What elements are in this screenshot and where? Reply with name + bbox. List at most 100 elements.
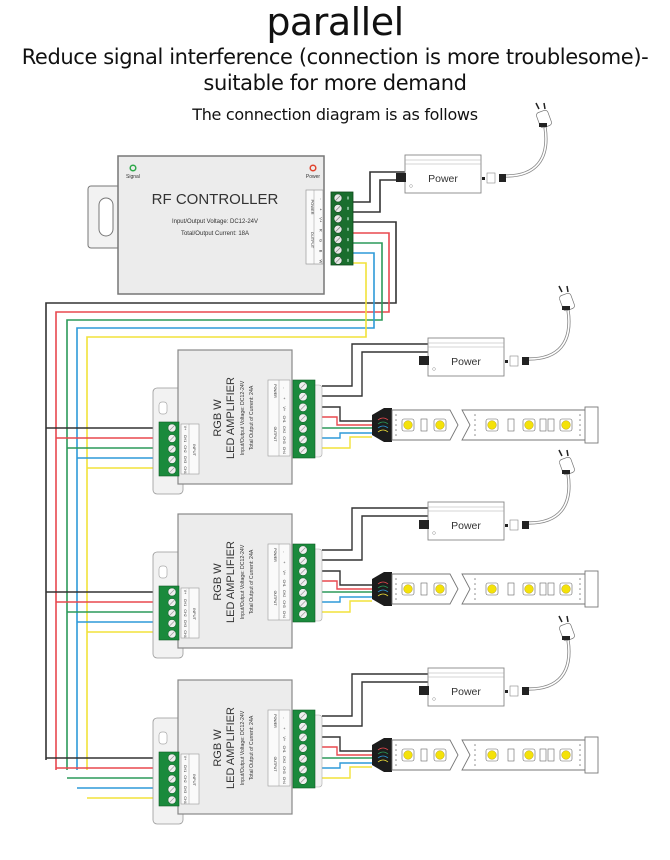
solder-pad (395, 588, 397, 590)
input-pin-label: CH2 (183, 775, 187, 782)
ac-cable (528, 639, 571, 691)
rf-controller: Signal Power RF CONTROLLER Input/Output … (87, 155, 354, 295)
resistor-icon (539, 418, 547, 432)
power-supply: Power (419, 285, 575, 377)
screw-slot (300, 568, 306, 575)
screw-slot (169, 435, 175, 442)
screw-slot (300, 426, 306, 432)
screw-slot (335, 216, 341, 222)
mount-slot (158, 565, 168, 579)
resistor-icon (507, 418, 515, 432)
screw-slot (300, 777, 306, 783)
psu-wire (322, 507, 428, 551)
power-led-icon (309, 164, 317, 172)
plug-prong (566, 449, 569, 457)
screw-slot (300, 745, 306, 751)
output-pin-label: CH4 (282, 611, 286, 618)
solder-pad (395, 414, 397, 416)
screw-slot (335, 247, 341, 253)
led-strip (372, 406, 599, 444)
output-pin-label: CH4 (282, 777, 286, 784)
psu-wire (353, 179, 405, 213)
ac-cable-inner (528, 473, 570, 524)
strip-connector (372, 408, 392, 442)
output-pin-label: V+ (282, 407, 286, 412)
input-label-panel (180, 753, 200, 805)
screw-slot (169, 755, 175, 761)
resistor-icon (420, 748, 428, 762)
signal-led-icon (129, 164, 137, 172)
screw-slot (300, 447, 306, 453)
strip-wire-blue (322, 596, 372, 603)
screw-slot (335, 205, 341, 212)
controller-pin-label: B (319, 250, 324, 253)
screw-slot (300, 734, 306, 741)
diagram-caption: The connection diagram is as follows (192, 105, 478, 124)
strip-wire-v-plus (322, 736, 372, 752)
power-supply-body (404, 154, 482, 194)
resistor-icon (547, 748, 555, 762)
solder-pad (579, 424, 581, 426)
wire-yellow (86, 262, 367, 770)
dc-plug (419, 356, 429, 365)
strip-connector (372, 572, 392, 606)
power-supply: Power (419, 615, 575, 707)
strip-wire-red (322, 416, 372, 426)
controller-pin-label: R (319, 229, 324, 232)
screw-slot (169, 610, 175, 616)
connector-wire-glyph (377, 755, 389, 759)
plug-prong (535, 102, 540, 110)
solder-pad (579, 754, 581, 756)
amplifier-voltage: Input/Output Voltage: DC12-24V (240, 710, 246, 785)
solder-pad (395, 759, 397, 761)
strip-wire-blue (322, 432, 372, 439)
power-supply-label: Power (451, 520, 481, 532)
plug-prong (543, 102, 546, 110)
ac-cable (528, 309, 571, 361)
output-label: OUTPUT (273, 427, 277, 443)
amplifier-name-line-1: RGB W (212, 563, 224, 601)
input-pin-label: CH1 (183, 599, 187, 606)
ac-socket-dot (505, 524, 508, 527)
ac-socket-dot (482, 177, 485, 180)
strip-wire-blue (322, 762, 372, 769)
dc-plug (396, 173, 406, 182)
solder-pad (579, 414, 581, 416)
ac-plug-band (562, 470, 570, 474)
strip-wire-v-plus (322, 406, 372, 422)
input-label-panel (180, 587, 200, 639)
input-label: INPUT (192, 608, 197, 621)
amplifier-current: Total Output of Current: 24A (249, 549, 255, 614)
solder-pad (579, 429, 581, 431)
output-label: OUTPUT (273, 591, 277, 607)
controller-pin-label: V+ (319, 217, 324, 223)
indicator-icon (432, 531, 436, 535)
page-title: parallel (266, 0, 404, 44)
psu-wire (322, 515, 428, 561)
controller-name: RF CONTROLLER (152, 191, 279, 208)
ac-cable-inner (528, 309, 570, 360)
dc-plug (419, 520, 429, 529)
screw-slot (169, 467, 175, 473)
amplifier-name-line-1: RGB W (212, 729, 224, 767)
output-pin-label: CH3 (282, 436, 286, 443)
subtitle-line-2: suitable for more demand (203, 71, 467, 95)
amplifier-name-line-1: RGB W (212, 399, 224, 437)
connector-wire-glyph (377, 425, 389, 429)
controller-current: Total/Output Current: 18A (181, 231, 249, 237)
screw-slot (300, 557, 306, 564)
mount-slot (98, 197, 114, 237)
led-chip-icon (487, 750, 497, 760)
controller-pin-label: W (319, 260, 324, 264)
solder-pad (474, 429, 476, 431)
solder-pad (474, 578, 476, 580)
solder-pad (395, 744, 397, 746)
screw-slot (169, 620, 175, 627)
screw-slot (169, 599, 175, 606)
psu-wire (353, 171, 405, 203)
output-pin-label: CH1 (282, 580, 286, 587)
